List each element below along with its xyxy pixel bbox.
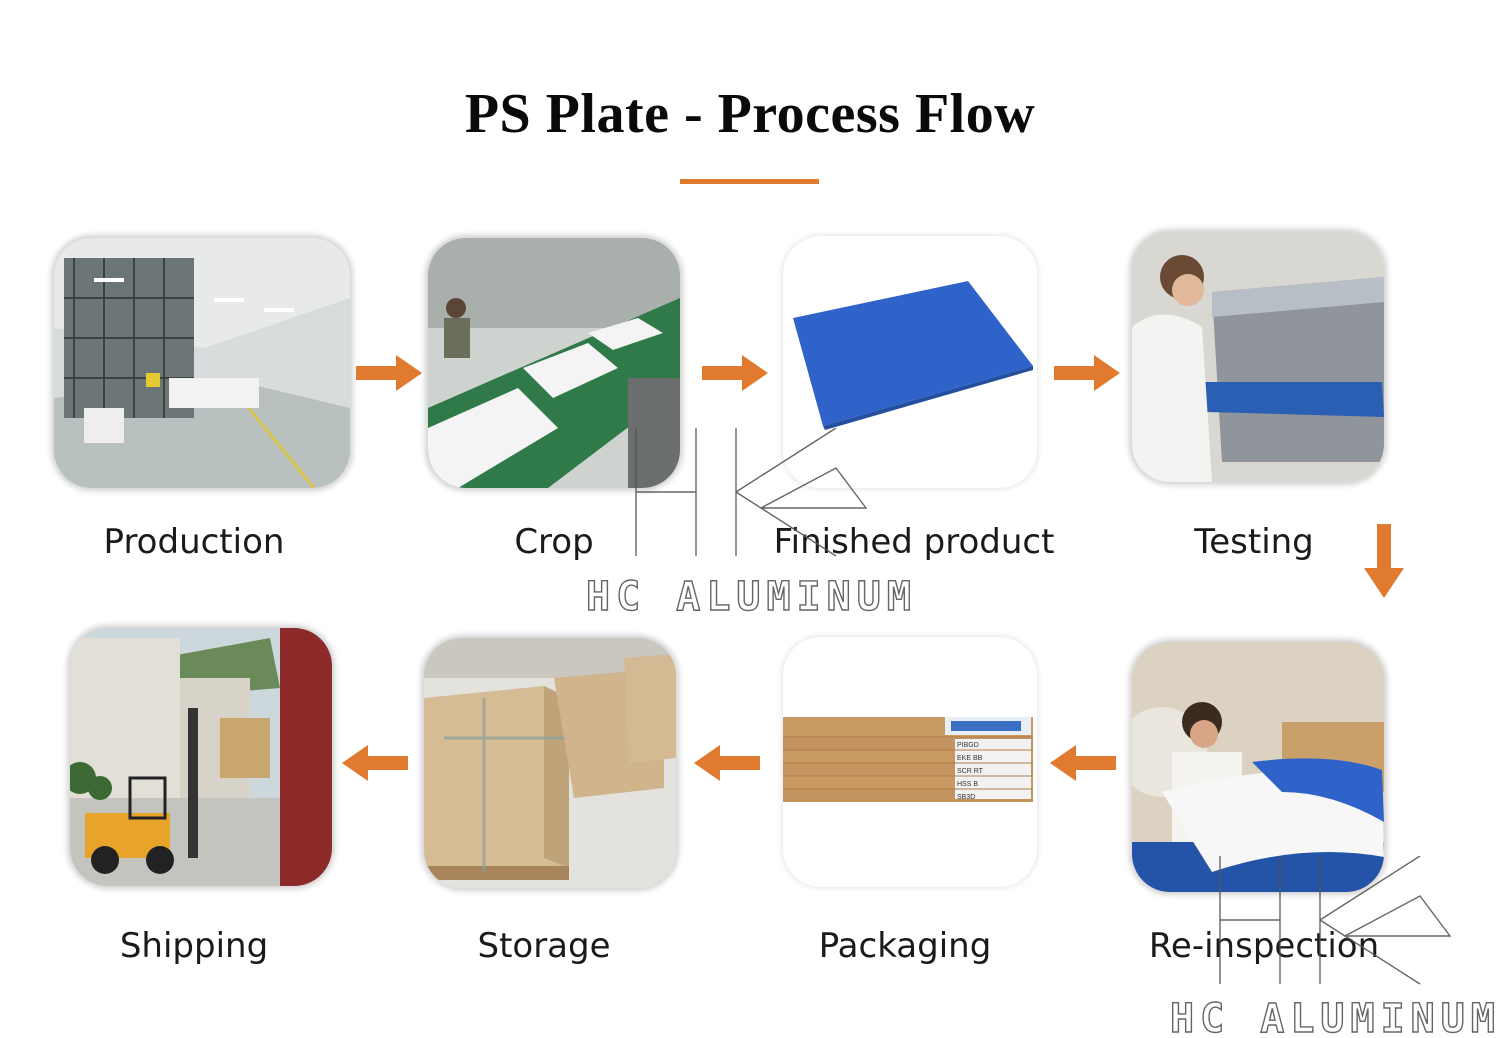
photo-shipping (70, 628, 332, 886)
watermark-text: HC ALUMINUM (586, 574, 916, 614)
photo-re-inspection (1132, 642, 1384, 892)
arrow-right-icon (702, 355, 768, 391)
arrow-right-icon (356, 355, 422, 391)
step-label-finished-product: Finished product (773, 522, 1055, 562)
photo-finished-product (783, 236, 1037, 488)
arrow-right-icon (1054, 355, 1120, 391)
step-label-shipping: Shipping (119, 926, 269, 966)
step-label-production: Production (103, 522, 285, 562)
arrow-left-icon (1050, 745, 1116, 781)
step-label-testing: Testing (1194, 522, 1314, 562)
box-label: HSS B (957, 781, 978, 788)
box-label: SCR RT (957, 768, 984, 775)
step-label-packaging: Packaging (818, 926, 992, 966)
box-label: SB3D (957, 794, 975, 801)
box-label: PIBGD (957, 742, 979, 749)
photo-production (54, 238, 350, 488)
photo-storage (424, 638, 676, 888)
watermark-text: HC ALUMINUM (1170, 996, 1500, 1038)
page-title: PS Plate - Process Flow (464, 83, 1036, 145)
watermark-logo: HC ALUMINUM (586, 428, 916, 614)
arrow-left-icon (694, 745, 760, 781)
arrow-left-icon (342, 745, 408, 781)
arrow-down-icon (1364, 524, 1404, 598)
box-label: EKE BB (957, 755, 983, 762)
photo-testing (1132, 232, 1384, 482)
photo-packaging: PIBGD EKE BB SCR RT HSS B SB3D (783, 637, 1037, 887)
step-label-storage: Storage (477, 926, 611, 966)
watermark-logo: HC ALUMINUM (1170, 856, 1500, 1038)
photo-crop (428, 238, 680, 488)
title-underline (680, 179, 819, 184)
step-label-crop: Crop (514, 522, 594, 562)
